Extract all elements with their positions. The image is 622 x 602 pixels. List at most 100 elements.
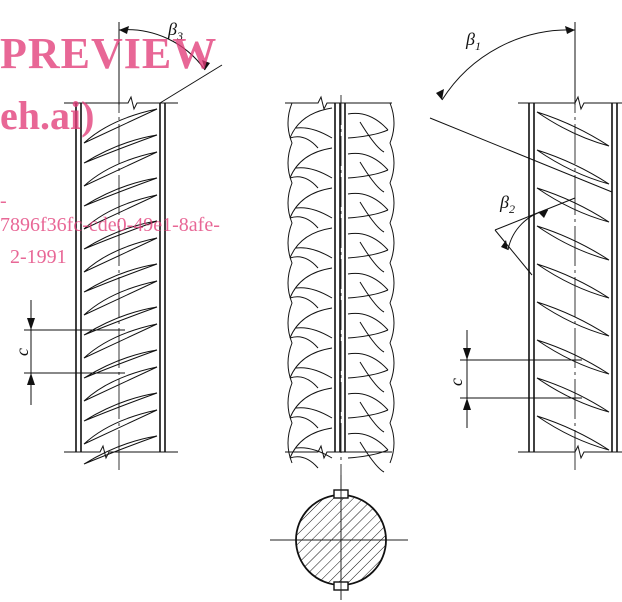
rib (536, 415, 610, 451)
left-ribs (83, 108, 158, 465)
rib (347, 369, 389, 379)
rib (295, 407, 333, 419)
rib (359, 161, 385, 193)
rib (347, 329, 389, 339)
rib (347, 312, 389, 331)
right-rebar (518, 22, 622, 470)
rib (295, 447, 333, 459)
rib (536, 263, 610, 299)
middle-ribs (287, 102, 395, 473)
middle-left-edge (287, 102, 293, 464)
rib (289, 427, 333, 459)
rib (347, 232, 389, 251)
rib (295, 247, 333, 259)
rib (289, 376, 319, 389)
rib (347, 449, 389, 459)
rib (536, 339, 610, 375)
rib (295, 367, 333, 379)
rib (536, 225, 610, 261)
rib (83, 349, 158, 379)
rib (347, 289, 389, 299)
rib (359, 121, 385, 153)
beta3-label: β3 (167, 19, 183, 43)
rib (83, 151, 158, 187)
left-rebar (64, 22, 178, 470)
rib (289, 456, 319, 469)
cross-section (270, 475, 408, 600)
rib (347, 409, 389, 419)
rib (289, 387, 333, 419)
rib (289, 147, 333, 179)
rib (295, 167, 333, 179)
rib (83, 177, 158, 207)
beta3-dimension: β3 (118, 19, 223, 105)
rib (347, 192, 389, 211)
rib (347, 152, 389, 171)
rib (347, 129, 389, 139)
middle-right-edge (389, 102, 395, 464)
rib (295, 207, 333, 219)
rib (295, 287, 333, 299)
rib (347, 272, 389, 291)
rib (289, 107, 333, 139)
rib (359, 201, 385, 233)
rib (359, 241, 385, 273)
rib (289, 187, 333, 219)
rib (536, 377, 610, 413)
rib (289, 307, 333, 339)
rib (83, 108, 158, 144)
rib (295, 327, 333, 339)
rib (83, 306, 158, 336)
watermark-title: PREVIEW (0, 29, 218, 78)
rib (289, 136, 319, 149)
beta2-label: β2 (499, 192, 515, 216)
rib (83, 263, 158, 293)
rib (359, 281, 385, 313)
rib (347, 352, 389, 371)
watermark-dash: - (0, 190, 7, 212)
rib (289, 347, 333, 379)
c-label-left: c (12, 348, 32, 356)
beta2-dimension: β2 (494, 192, 576, 276)
rib (347, 249, 389, 259)
watermark-id: 7896f36fc-cde0-49e1-8afe- (0, 214, 220, 236)
rib (289, 416, 319, 429)
left-c-dimension: c (12, 300, 125, 405)
right-ribs (536, 111, 610, 451)
rib (289, 296, 319, 309)
rib (359, 401, 385, 433)
rib (83, 392, 158, 422)
c-label-right: c (446, 378, 466, 386)
rib (289, 216, 319, 229)
rib (83, 323, 158, 359)
rib (347, 392, 389, 411)
rib (289, 267, 333, 299)
rib (295, 127, 333, 139)
rib (83, 409, 158, 445)
beta1-dimension: β1 (429, 22, 613, 193)
watermark-site: eh.ai) (0, 93, 95, 138)
rib (83, 220, 158, 250)
watermark-date: 2-1991 (10, 246, 67, 268)
rib (536, 187, 610, 223)
rib (359, 441, 385, 473)
middle-rebar (285, 95, 395, 520)
rib (83, 435, 158, 465)
rib (347, 112, 389, 131)
right-c-dimension: c (446, 330, 582, 428)
rib (347, 169, 389, 179)
rib (536, 301, 610, 337)
rib (359, 321, 385, 353)
rib (536, 111, 610, 147)
rib (83, 237, 158, 273)
rib (83, 134, 158, 164)
beta1-label: β1 (465, 29, 481, 53)
rib (289, 176, 319, 189)
rib (289, 256, 319, 269)
rib (83, 366, 158, 402)
rib (536, 149, 610, 185)
rib (83, 280, 158, 316)
rib (83, 194, 158, 230)
rib (289, 336, 319, 349)
